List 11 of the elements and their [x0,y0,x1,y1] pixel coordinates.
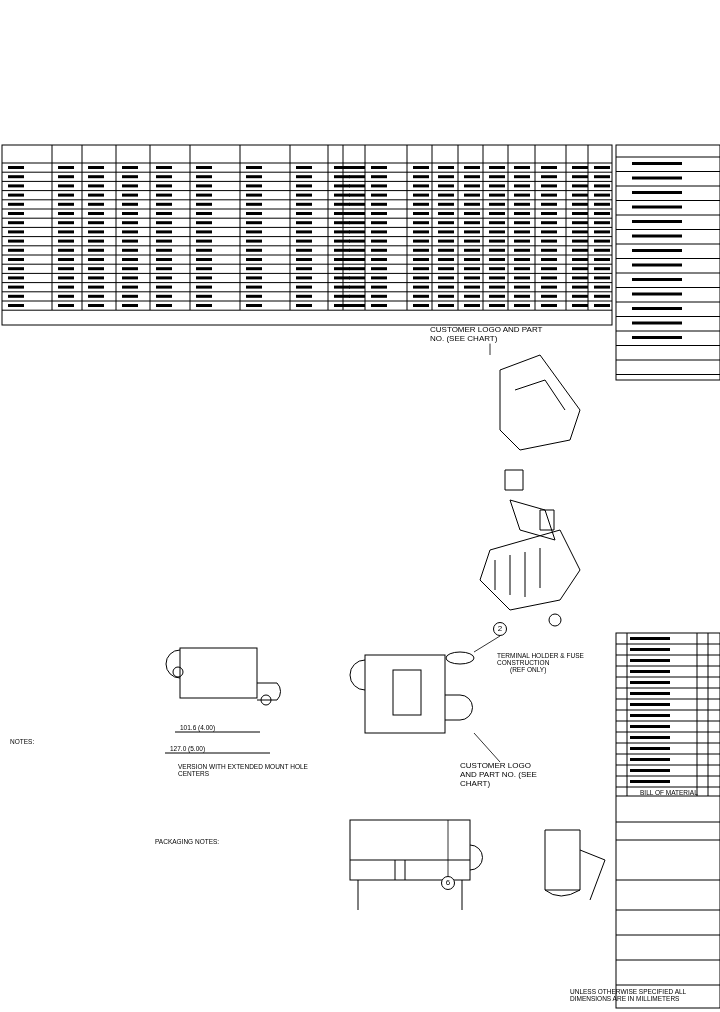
callout-number: 6 [441,876,455,890]
leader-line [473,635,501,653]
leader-label: CUSTOMER LOGO AND PART NO. (SEE CHART) [460,762,540,789]
leader-label: CUSTOMER LOGO AND PART NO. (SEE CHART) [430,326,550,344]
callout-number: 2 [493,622,507,636]
exploded-assembly-drawing [479,354,581,627]
leader-line [473,732,501,763]
leader-line [447,819,449,877]
leader-line [489,343,491,356]
side-view-drawing [349,819,483,911]
top-view-drawing [349,651,475,734]
